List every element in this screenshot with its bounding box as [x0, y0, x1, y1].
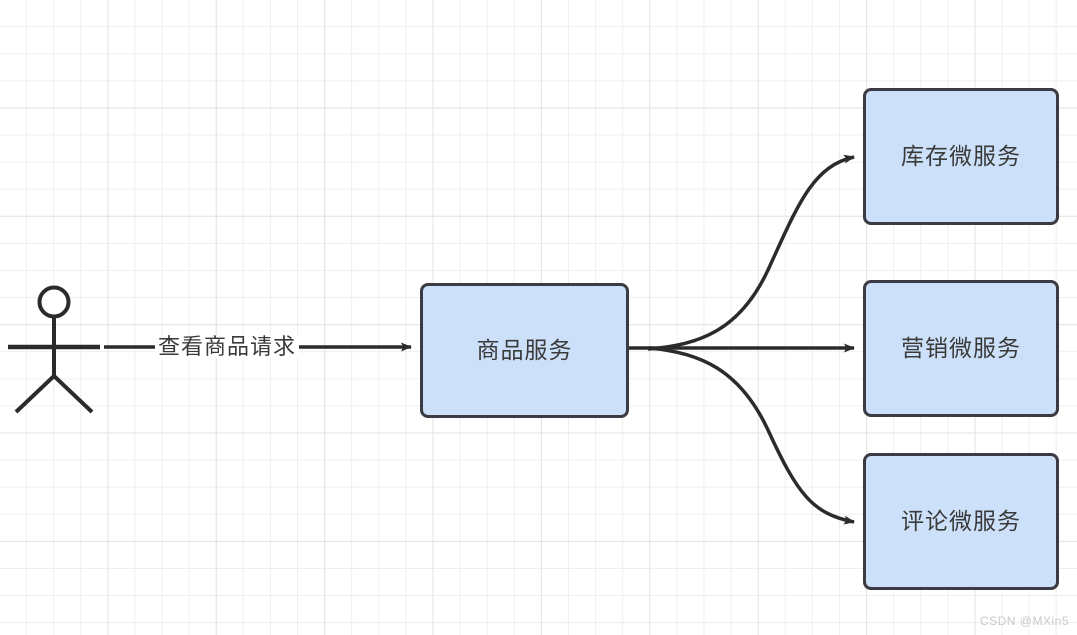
edge-product-to-inventory[interactable] — [647, 154, 855, 351]
node-comment-microservice[interactable]: 评论微服务 — [863, 453, 1059, 590]
actor-stick-figure[interactable] — [8, 285, 100, 414]
node-product-service-label: 商品服务 — [476, 337, 573, 363]
node-inventory-microservice-label: 库存微服务 — [901, 143, 1021, 169]
node-inventory-microservice[interactable]: 库存微服务 — [863, 88, 1059, 225]
node-comment-microservice-label: 评论微服务 — [901, 508, 1021, 534]
edge-product-to-comment[interactable] — [647, 346, 855, 525]
node-marketing-microservice-label: 营销微服务 — [901, 335, 1021, 361]
actor-head-icon — [37, 285, 71, 319]
actor-leg-right — [52, 374, 94, 414]
node-marketing-microservice[interactable]: 营销微服务 — [863, 280, 1059, 417]
edge-label-view-product-request: 查看商品请求 — [155, 336, 300, 358]
watermark-text: CSDN @MXin5 — [979, 614, 1069, 628]
actor-leg-left — [14, 374, 56, 414]
node-product-service[interactable]: 商品服务 — [420, 283, 629, 418]
